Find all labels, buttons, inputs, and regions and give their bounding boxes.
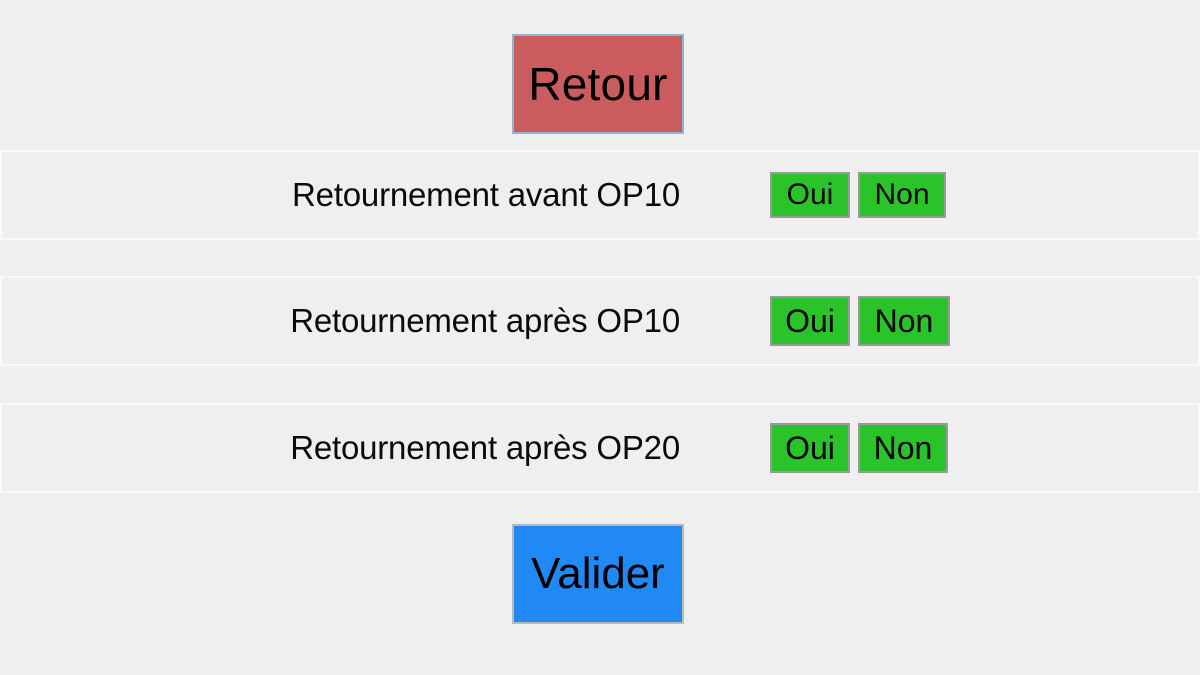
- question-label: Retournement après OP20: [290, 429, 680, 466]
- choice-group: Oui Non: [770, 296, 950, 346]
- question-row: Retournement après OP10 Oui Non: [0, 276, 1200, 366]
- answer-no-button[interactable]: Non: [858, 423, 948, 473]
- answer-yes-button[interactable]: Oui: [770, 423, 850, 473]
- row-spacer: [0, 370, 1200, 398]
- answer-yes-button[interactable]: Oui: [770, 296, 850, 346]
- question-row: Retournement avant OP10 Oui Non: [0, 150, 1200, 240]
- choice-group: Oui Non: [770, 172, 946, 218]
- answer-yes-button[interactable]: Oui: [770, 172, 850, 218]
- answer-no-button[interactable]: Non: [858, 296, 950, 346]
- answer-no-button[interactable]: Non: [858, 172, 946, 218]
- back-button[interactable]: Retour: [512, 34, 684, 134]
- choice-group: Oui Non: [770, 423, 948, 473]
- question-label: Retournement avant OP10: [292, 176, 680, 213]
- row-spacer: [0, 244, 1200, 272]
- question-row: Retournement après OP20 Oui Non: [0, 403, 1200, 493]
- question-label: Retournement après OP10: [290, 302, 680, 339]
- submit-button[interactable]: Valider: [512, 524, 684, 624]
